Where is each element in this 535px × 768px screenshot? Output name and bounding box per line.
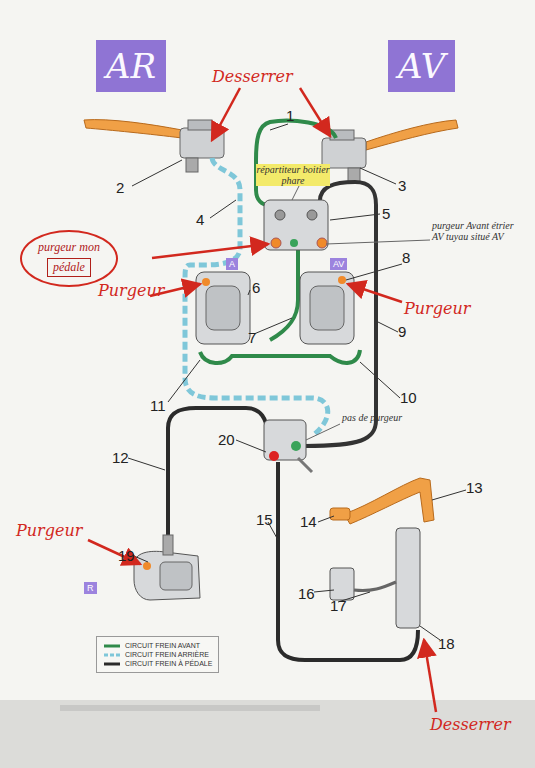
node-text: R — [87, 583, 94, 593]
legend-row: CIRCUIT FREIN À PÉDALE — [103, 660, 212, 667]
legend-line-sample — [103, 652, 121, 658]
callout-number: 14 — [300, 514, 317, 531]
callout-number: 11 — [150, 398, 166, 415]
side-tag: AR — [96, 40, 166, 92]
legend-text: CIRCUIT FREIN AVANT — [125, 642, 200, 649]
callout-number: 19 — [118, 548, 135, 565]
callout-number: 8 — [402, 250, 410, 267]
legend-text: CIRCUIT FREIN ARRIÈRE — [125, 651, 209, 658]
node-text: AV — [333, 259, 344, 269]
handwritten-note: Purgeur — [404, 300, 470, 318]
legend-text: CIRCUIT FREIN À PÉDALE — [125, 660, 212, 667]
node-text: AV — [398, 46, 445, 86]
callout-number: 16 — [298, 586, 315, 603]
callout-number: 10 — [400, 390, 417, 407]
side-tag: AV — [388, 40, 455, 92]
callout-number: 5 — [382, 206, 390, 223]
callout-number: 4 — [196, 212, 204, 229]
node-text: pédale — [53, 260, 85, 275]
node-text: purgeur mon — [38, 240, 100, 255]
handwritten-note: Desserrer — [430, 716, 511, 734]
handwritten-note: Purgeur — [16, 522, 82, 540]
annotation: répartiteur boitier phare — [256, 164, 330, 186]
side-tag: AV — [330, 258, 347, 270]
callout-number: 2 — [116, 180, 124, 197]
callout-number: 7 — [248, 330, 256, 347]
side-tag: R — [84, 582, 97, 594]
legend: CIRCUIT FREIN AVANT CIRCUIT FREIN ARRIÈRE… — [96, 636, 219, 673]
callout-number: 20 — [218, 432, 235, 449]
callout-number: 6 — [252, 280, 260, 297]
callout-number: 13 — [466, 480, 483, 497]
legend-row: CIRCUIT FREIN AVANT — [103, 642, 212, 649]
callout-number: 18 — [438, 636, 455, 653]
side-tag: A — [226, 258, 238, 270]
callout-number: 12 — [112, 450, 129, 467]
handwritten-note: Desserrer — [212, 68, 293, 86]
legend-line-sample — [103, 643, 121, 649]
annotation: pas de purgeur — [342, 412, 402, 423]
handwritten-note: Purgeur — [98, 282, 164, 300]
legend-line-sample — [103, 661, 121, 667]
node-text: A — [229, 259, 235, 269]
callout-number: 9 — [398, 324, 406, 341]
callout-number: 17 — [330, 598, 347, 615]
note-ellipse: purgeur mon pédale — [20, 230, 118, 287]
callout-number: 3 — [398, 178, 406, 195]
callout-number: 15 — [256, 512, 273, 529]
note-box: pédale — [47, 258, 91, 277]
node-text: AR — [106, 46, 156, 86]
callout-number: 1 — [286, 108, 294, 125]
legend-row: CIRCUIT FREIN ARRIÈRE — [103, 651, 212, 658]
annotation: purgeur Avant étrier AV tuyau situé AV — [432, 220, 524, 242]
